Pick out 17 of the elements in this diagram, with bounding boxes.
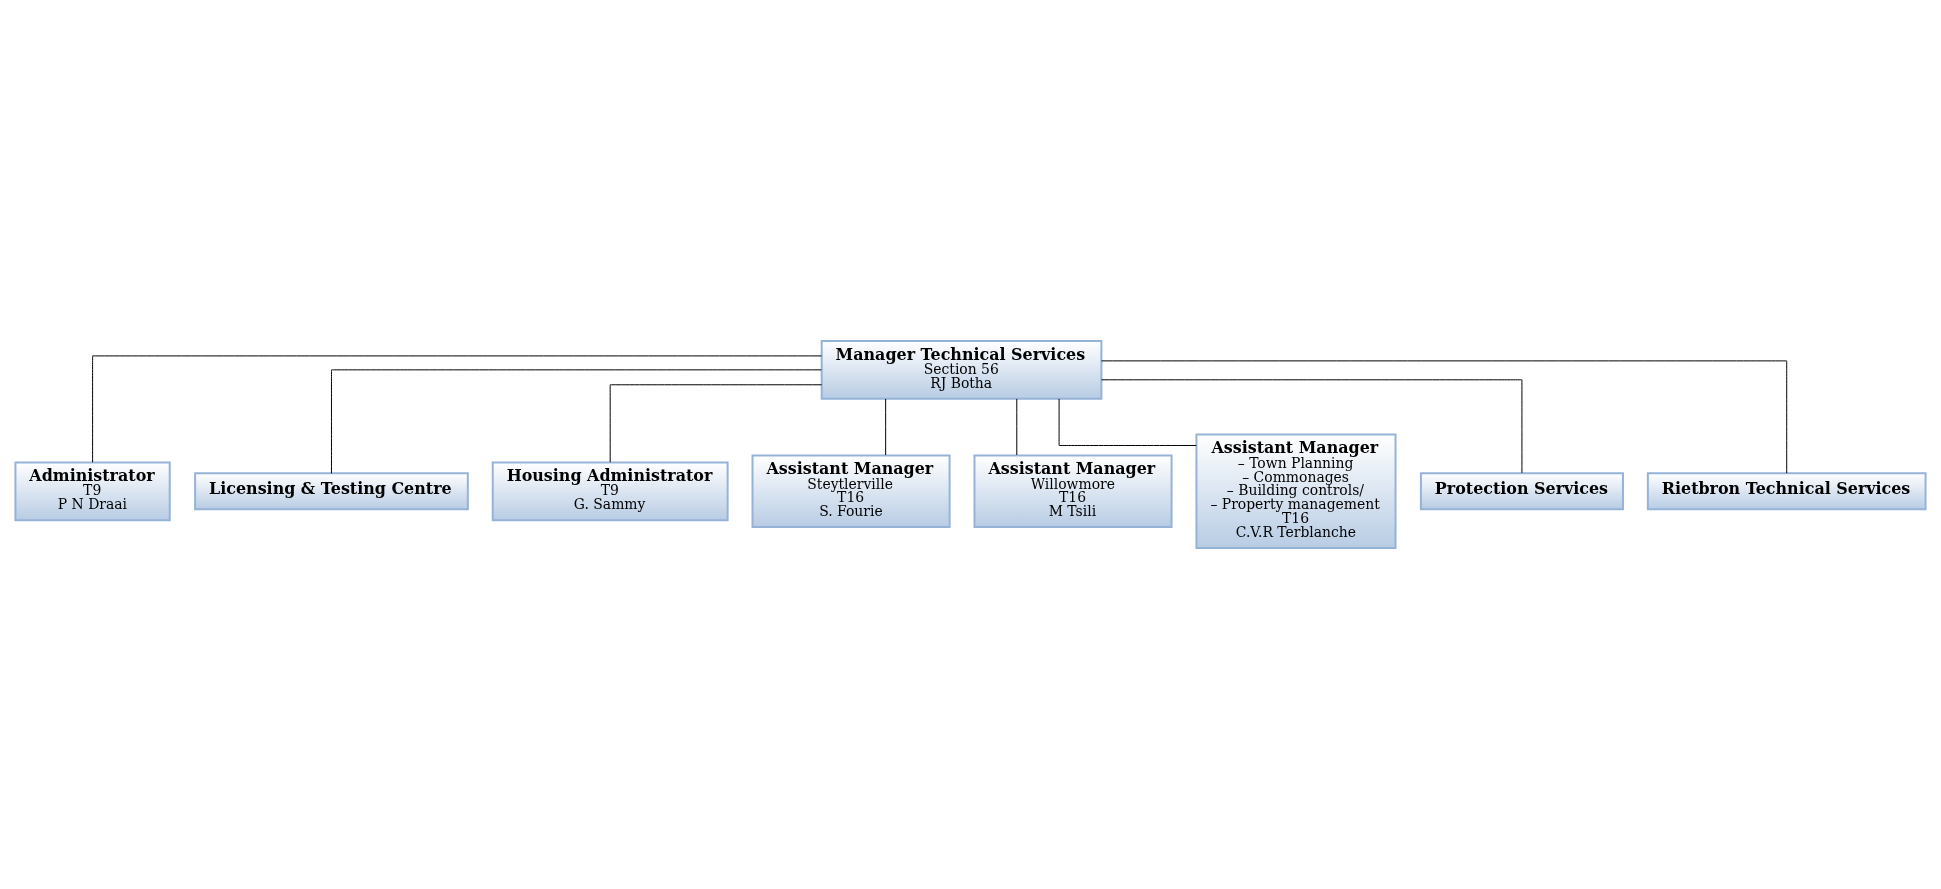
node-box: Manager Technical Services Section 56 RJ Botha: [820, 340, 1103, 400]
connector: [885, 398, 887, 456]
node-box: Assistant Manager – Town Planning – Commonages – Building controls/ – Property management T16 C.V.R Terblanche: [1195, 433, 1397, 549]
node-box: Protection Services: [1419, 472, 1624, 511]
connector: [330, 369, 822, 474]
connector: [609, 384, 823, 463]
node-box: Assistant Manager Steytlerville T16 S. Fourie: [751, 454, 951, 529]
connector: [1016, 398, 1018, 456]
node-box: Assistant Manager Willowmore T16 M Tsili: [973, 454, 1173, 529]
node-box: Housing Administrator T9 G. Sammy: [491, 461, 729, 522]
connector: [1058, 398, 1197, 446]
node-box: Rietbron Technical Services: [1646, 472, 1927, 511]
node-box: Licensing & Testing Centre: [194, 472, 469, 511]
connector: [92, 355, 822, 463]
connector: [1101, 379, 1523, 474]
connector: [1101, 360, 1788, 474]
node-box: Administrator T9 P N Draai: [14, 461, 171, 522]
